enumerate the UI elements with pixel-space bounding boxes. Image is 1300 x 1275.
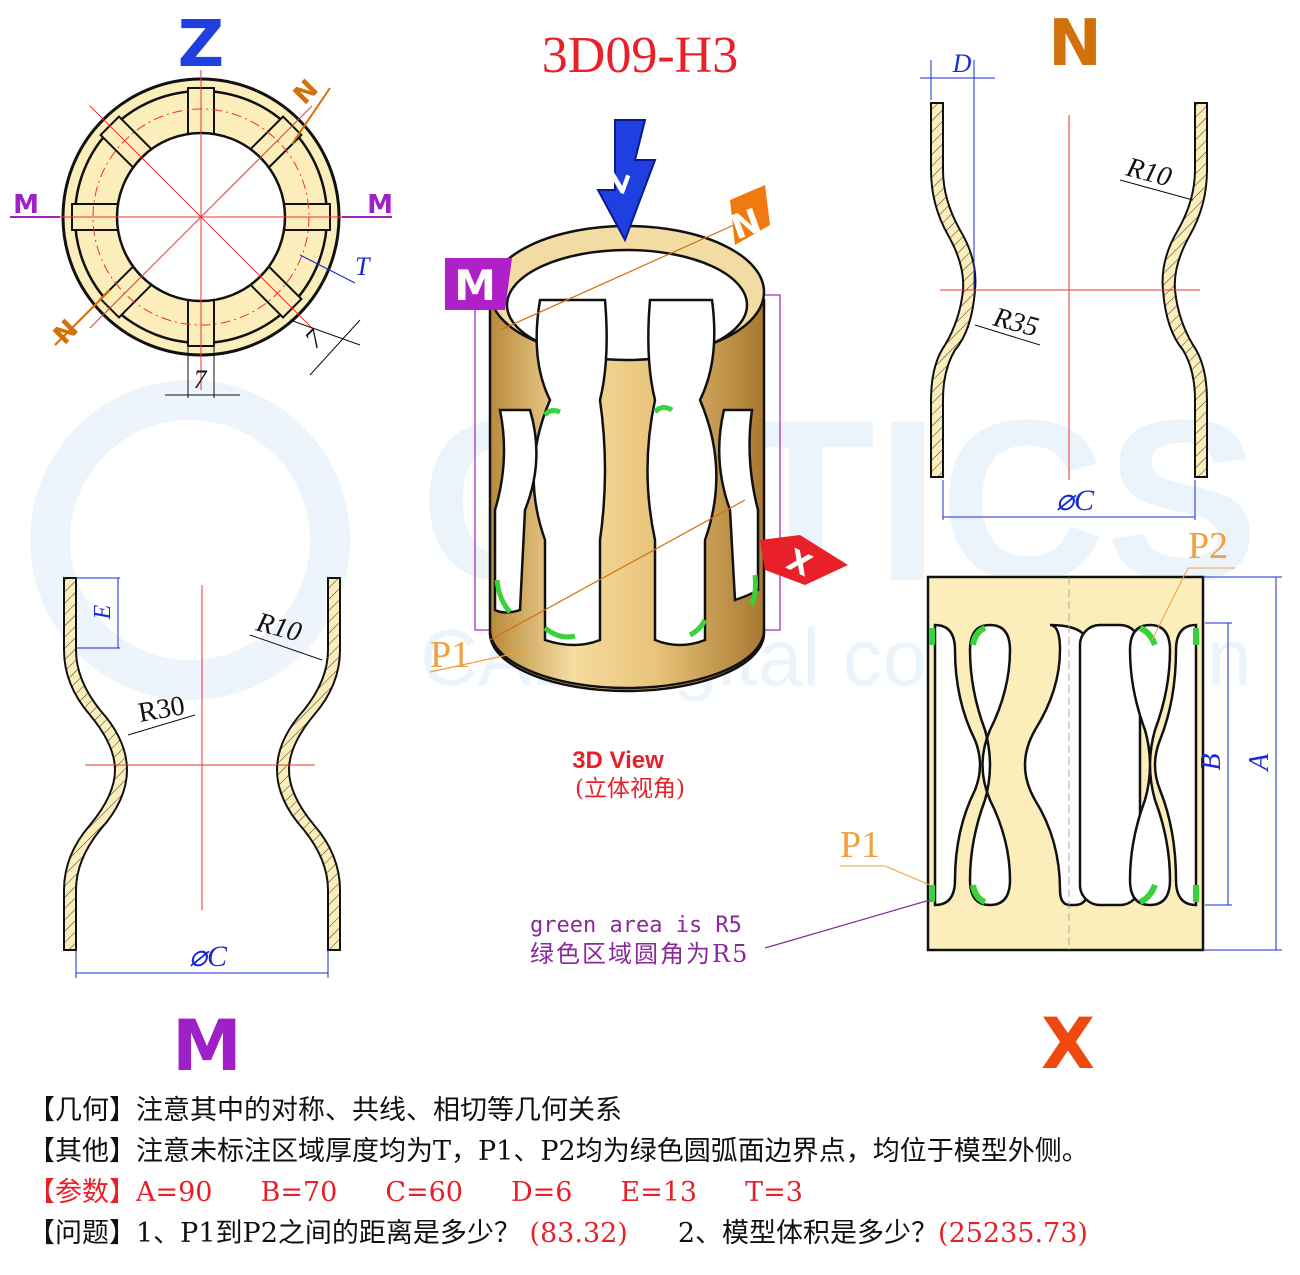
note-params: 【参数】A=90 B=70 C=60 D=6 E=13 T=3 — [28, 1172, 1089, 1213]
note-tag: 【几何】 — [28, 1095, 136, 1126]
note-question: 【问题】1、P1到P2之间的距离是多少？ (83.32) 2、模型体积是多少？(2… — [28, 1213, 1089, 1254]
m-label-right: M — [367, 190, 393, 220]
x-p2-label: P2 — [1188, 525, 1228, 567]
z-axis-label: Z — [178, 8, 224, 82]
top-view: Z M M N N T 7 7 — [10, 8, 393, 398]
question-2: 2、模型体积是多少？ — [677, 1218, 939, 1249]
m-view: E R10 R30 ⌀C M — [63, 577, 341, 1087]
dim-e: E — [90, 604, 116, 620]
param-a: A=90 — [136, 1177, 213, 1208]
dim-spoke-width-diag: 7 — [299, 323, 329, 353]
param-e: E=13 — [620, 1177, 698, 1208]
iso-caption: 3D View — [572, 747, 664, 774]
answer-1: (83.32) — [529, 1218, 628, 1249]
iso-view: Z N M X P1 3D View (立体视角) — [429, 119, 848, 802]
note-text: 注意未标注区域厚度均为T，P1、P2均为绿色圆弧面边界点，均位于模型外侧。 — [136, 1136, 1089, 1167]
note-tag: 【其他】 — [28, 1136, 136, 1167]
x-p1-label: P1 — [840, 824, 880, 866]
param-t: T=3 — [745, 1177, 803, 1208]
green-note-cn: 绿色区域圆角为R5 — [530, 940, 749, 968]
drawing-title: 3D09-H3 — [542, 27, 738, 84]
dim-a: A — [1244, 753, 1275, 773]
note-geometry: 【几何】注意其中的对称、共线、相切等几何关系 — [28, 1090, 1089, 1131]
param-b: B=70 — [260, 1177, 338, 1208]
note-text: 注意其中的对称、共线、相切等几何关系 — [136, 1095, 622, 1126]
green-note-en: green area is R5 — [530, 913, 742, 938]
note-tag: 【问题】 — [28, 1218, 136, 1249]
dim-m-r30: R30 — [136, 690, 187, 729]
iso-caption-cn: (立体视角) — [575, 776, 685, 802]
dim-m-dia: ⌀C — [189, 940, 228, 973]
notes-panel: 【几何】注意其中的对称、共线、相切等几何关系 【其他】注意未标注区域厚度均为T，… — [28, 1090, 1089, 1254]
note-other: 【其他】注意未标注区域厚度均为T，P1、P2均为绿色圆弧面边界点，均位于模型外侧… — [28, 1131, 1089, 1172]
param-c: C=60 — [385, 1177, 463, 1208]
answer-2: (25235.73) — [938, 1218, 1088, 1249]
n-view-name: N — [1048, 7, 1102, 81]
x-view: A B P2 P1 X — [764, 525, 1282, 1085]
m-label-left: M — [13, 190, 39, 220]
dim-thickness: T — [355, 252, 371, 281]
iso-p1-label: P1 — [430, 634, 470, 676]
x-view-name: X — [1041, 1003, 1095, 1085]
dim-n-dia: ⌀C — [1056, 484, 1095, 517]
iso-m-label: M — [454, 261, 496, 310]
dim-n-r35: R35 — [989, 302, 1042, 344]
question-1: 1、P1到P2之间的距离是多少？ — [136, 1218, 521, 1249]
dim-d: D — [952, 49, 972, 78]
dim-spoke-width: 7 — [194, 365, 208, 394]
param-d: D=6 — [510, 1177, 573, 1208]
m-view-name: M — [172, 1005, 242, 1087]
dim-n-r10: R10 — [1122, 152, 1175, 194]
note-tag: 【参数】 — [28, 1177, 136, 1208]
dim-b: B — [1196, 753, 1227, 770]
